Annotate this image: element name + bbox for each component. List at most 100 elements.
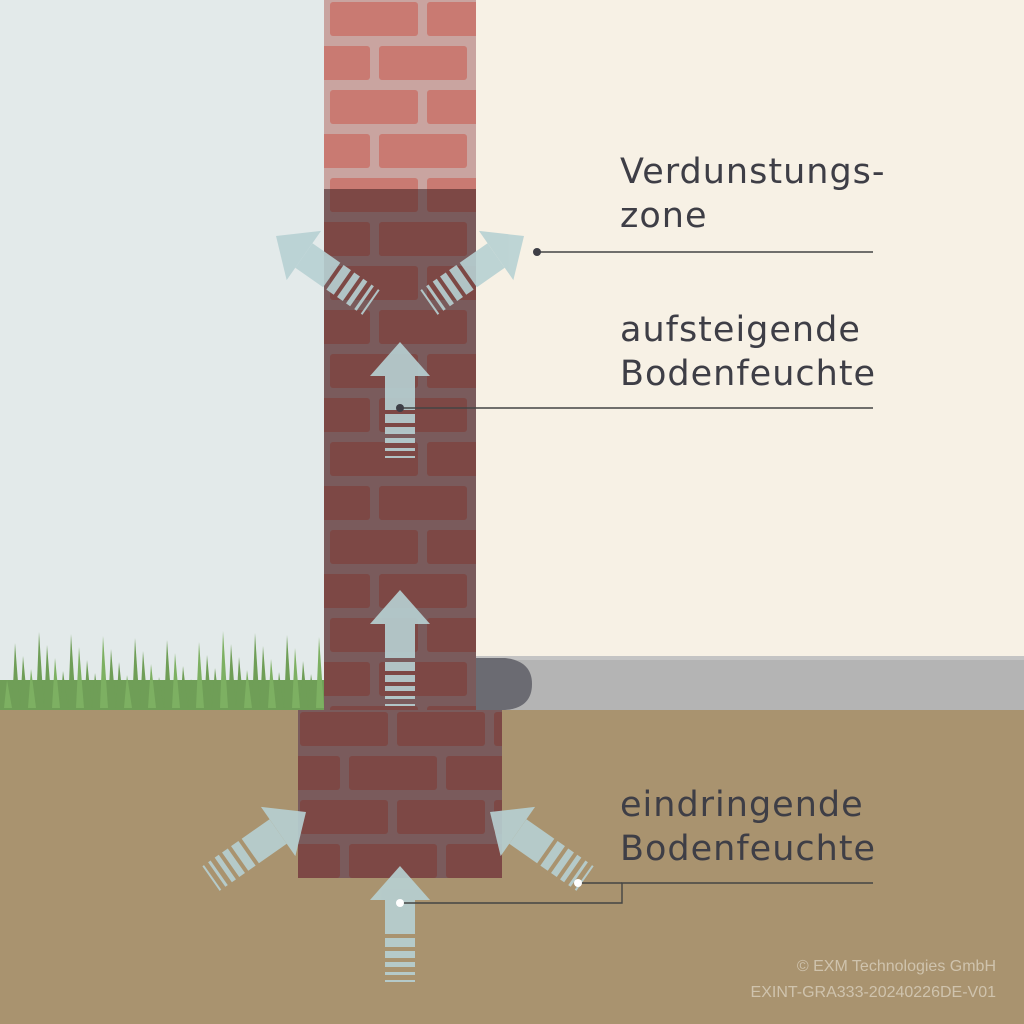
grass-blade <box>156 677 164 708</box>
grass-blade <box>52 658 60 708</box>
label-rising-line1: aufsteigende <box>620 310 861 350</box>
wet-brick <box>427 530 476 564</box>
label-evaporation-line2: zone <box>620 196 708 236</box>
penetrating-arrow-bottom <box>370 866 430 982</box>
wet-brick <box>300 800 388 834</box>
wet-brick <box>324 222 370 256</box>
evaporation-arrow-right <box>420 230 524 315</box>
grass-blade <box>180 666 188 708</box>
grass-blade <box>132 638 140 708</box>
grass-blade <box>308 674 316 708</box>
leader-lines <box>400 251 873 904</box>
grass-blade <box>260 646 268 708</box>
wet-brick <box>324 486 370 520</box>
wet-brick <box>446 844 502 878</box>
grass-blade <box>252 633 260 708</box>
grass-blade <box>220 631 228 708</box>
grass-blade <box>204 655 212 708</box>
wet-brick <box>330 706 418 710</box>
document-code: EXINT-GRA333-20240226DE-V01 <box>750 984 996 1001</box>
wet-brick <box>324 310 370 344</box>
rising-arrow-upper <box>370 342 430 458</box>
grass-blade <box>300 661 308 708</box>
grass-blade <box>244 670 252 708</box>
wet-brick <box>349 756 437 790</box>
label-evaporation-line1: Verdunstungs- <box>620 152 886 192</box>
wet-brick <box>324 398 370 432</box>
grass <box>0 631 324 710</box>
grass-blade <box>12 643 20 708</box>
grass-blade <box>116 662 124 708</box>
brick <box>427 2 476 36</box>
wet-brick <box>349 844 437 878</box>
wet-brick <box>330 442 418 476</box>
wet-brick <box>330 189 418 212</box>
grass-blade <box>36 632 44 708</box>
grass-blade <box>100 636 108 708</box>
grass-blade <box>84 660 92 708</box>
leader-dot-rising <box>396 404 404 412</box>
grass-blade <box>284 635 292 708</box>
wet-brick <box>397 800 485 834</box>
floor-slab-top <box>476 656 1024 660</box>
floor-seal <box>476 658 532 710</box>
label-rising-moisture: aufsteigende Bodenfeuchte <box>620 308 876 396</box>
grass-blade <box>268 659 276 708</box>
grass-blade <box>172 653 180 708</box>
brick <box>324 46 370 80</box>
grass-blade <box>188 679 196 708</box>
outdoor-sky <box>0 0 324 710</box>
brick <box>324 134 370 168</box>
wet-brick <box>397 712 485 746</box>
copyright-note: © EXM Technologies GmbH <box>796 958 996 975</box>
grass-blade <box>164 640 172 708</box>
evaporation-arrow-left <box>276 230 380 315</box>
wet-brick <box>427 618 476 652</box>
grass-blade <box>276 672 284 708</box>
wet-brick <box>494 712 502 746</box>
wet-brick <box>427 706 476 710</box>
leader-line-penetrating <box>400 882 873 904</box>
wet-brick <box>427 442 476 476</box>
moisture-arrows <box>202 230 594 982</box>
wet-brick <box>427 189 476 212</box>
grass-blade <box>212 668 220 708</box>
brick <box>379 134 467 168</box>
grass-blade <box>236 657 244 708</box>
grass-blade <box>124 675 132 708</box>
penetrating-arrow-left <box>202 806 306 891</box>
grass-blade <box>92 673 100 708</box>
grass-blade <box>4 680 12 708</box>
grass-blade <box>20 656 28 708</box>
grass-blade <box>108 649 116 708</box>
wet-brick <box>379 486 467 520</box>
rising-arrow-lower <box>370 590 430 706</box>
label-rising-line2: Bodenfeuchte <box>620 354 877 394</box>
leader-dot-penetrating-bottom <box>396 899 404 907</box>
wet-brick <box>330 266 418 300</box>
wet-brick <box>324 574 370 608</box>
leader-dots <box>396 248 582 907</box>
grass-blade <box>316 637 324 708</box>
grass-blade <box>292 648 300 708</box>
wet-brick <box>300 712 388 746</box>
label-penetrating-moisture: eindringende Bodenfeuchte <box>620 783 876 871</box>
wet-brick <box>298 756 340 790</box>
wet-brick <box>379 222 467 256</box>
grass-blade <box>196 642 204 708</box>
brick <box>427 90 476 124</box>
floor-slab <box>476 658 1024 710</box>
grass-blade <box>60 671 68 708</box>
interior-wall <box>476 0 1024 710</box>
label-penetrating-line2: Bodenfeuchte <box>620 829 877 869</box>
grass-blade <box>140 651 148 708</box>
grass-blade <box>76 647 84 708</box>
label-evaporation-zone: Verdunstungs- zone <box>620 150 886 238</box>
label-penetrating-line1: eindringende <box>620 785 864 825</box>
wet-brick <box>324 662 370 696</box>
leader-dot-evaporation <box>533 248 541 256</box>
grass-blade <box>68 634 76 708</box>
wet-brick <box>446 756 502 790</box>
